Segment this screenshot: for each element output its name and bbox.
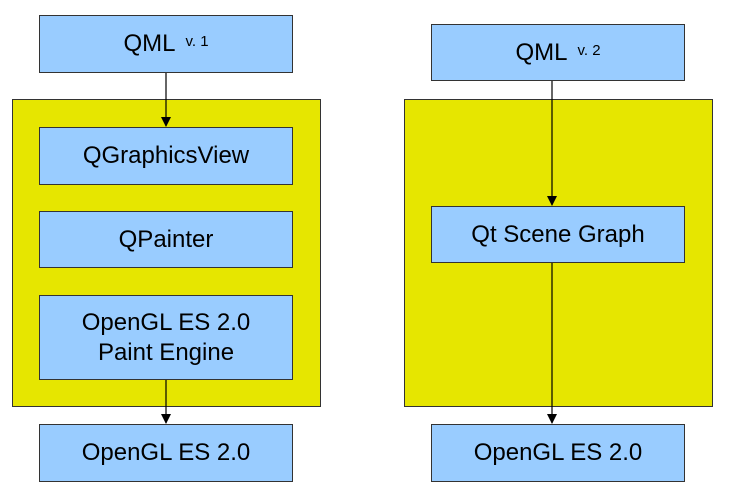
right-qml-label: QML bbox=[515, 38, 568, 66]
paint-engine-box: OpenGL ES 2.0 Paint Engine bbox=[39, 295, 293, 380]
right-qml-version: v. 2 bbox=[577, 41, 601, 59]
right-qml-box: QML v. 2 bbox=[431, 24, 685, 81]
left-qml-label: QML bbox=[123, 30, 176, 57]
scene-graph-box: Qt Scene Graph bbox=[431, 206, 685, 263]
paint-engine-line1: OpenGL ES 2.0 bbox=[81, 308, 251, 336]
left-qml-version: v. 1 bbox=[185, 33, 209, 50]
qgraphicsview-label: QGraphicsView bbox=[82, 142, 250, 169]
qpainter-box: QPainter bbox=[39, 211, 293, 268]
qpainter-label: QPainter bbox=[118, 225, 214, 253]
scene-graph-label: Qt Scene Graph bbox=[471, 220, 645, 248]
right-opengl-label: OpenGL ES 2.0 bbox=[473, 439, 643, 466]
left-opengl-box: OpenGL ES 2.0 bbox=[39, 424, 293, 482]
left-opengl-label: OpenGL ES 2.0 bbox=[81, 439, 251, 466]
right-opengl-box: OpenGL ES 2.0 bbox=[431, 424, 685, 482]
left-qml-box: QML v. 1 bbox=[39, 15, 293, 73]
paint-engine-line2: Paint Engine bbox=[97, 338, 235, 366]
qgraphicsview-box: QGraphicsView bbox=[39, 127, 293, 185]
